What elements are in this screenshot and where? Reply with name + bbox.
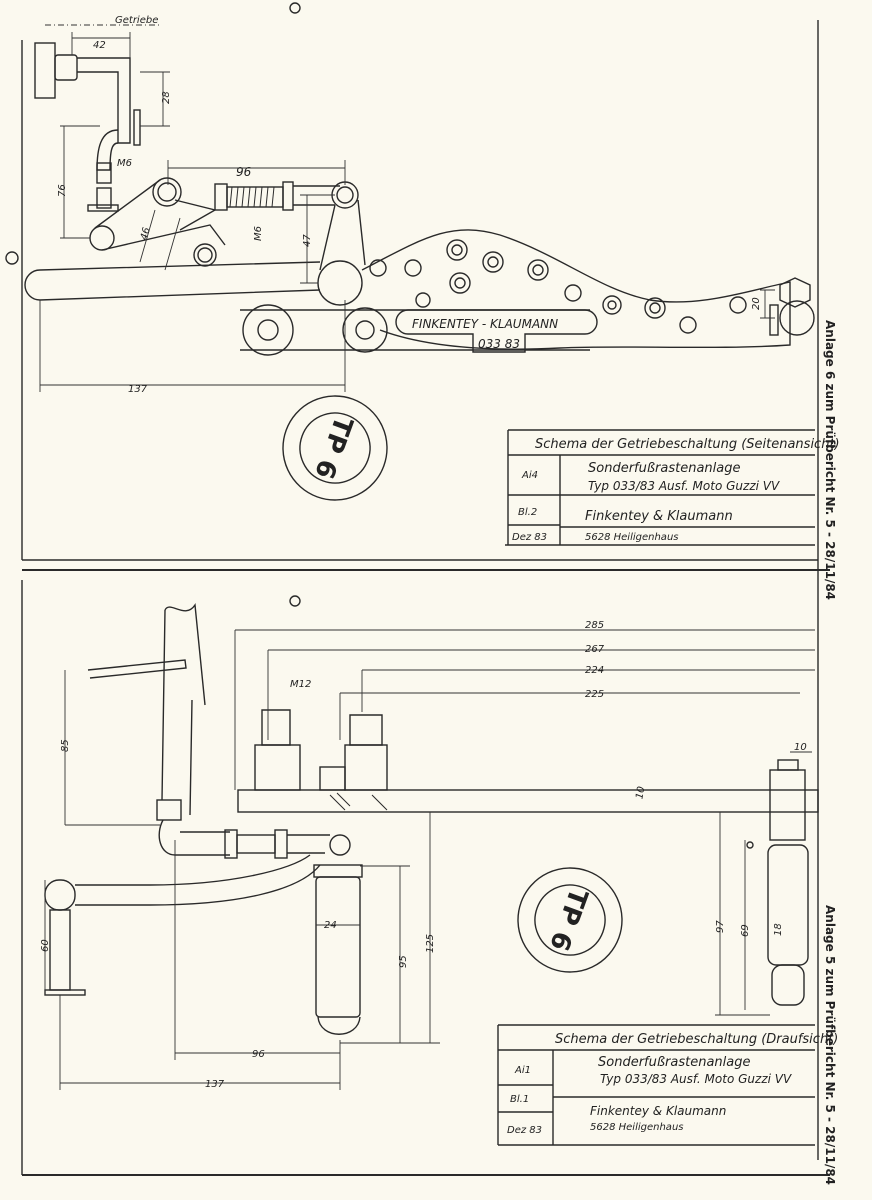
annex-note-side: Anlage 6 zum Prüfbericht Nr. 5 - 28/11/8…: [823, 320, 837, 600]
svg-text:47: 47: [302, 234, 313, 247]
svg-text:Typ 033/83 Ausf. Moto Guzzi V: Typ 033/83 Ausf. Moto Guzzi VV: [600, 1072, 792, 1086]
svg-text:Sonderfußrastenanlage: Sonderfußrastenanlage: [588, 461, 741, 476]
svg-text:M6: M6: [117, 158, 132, 169]
svg-text:267: 267: [585, 644, 605, 655]
svg-text:96: 96: [252, 1049, 265, 1060]
svg-text:18: 18: [773, 923, 784, 936]
svg-text:Schema der Getriebeschaltung (: Schema der Getriebeschaltung (Seitenansi…: [535, 437, 840, 452]
svg-text:20: 20: [751, 297, 762, 310]
title-block-side-view: Schema der Getriebeschaltung (Seitenansi…: [505, 429, 840, 546]
svg-text:97: 97: [715, 920, 726, 933]
svg-text:M6: M6: [253, 226, 264, 241]
annex-note-top: Anlage 5 zum Prüfbericht Nr. 5 - 28/11/8…: [823, 905, 837, 1185]
svg-text:224: 224: [585, 665, 604, 676]
maker-plate: FINKENTEY - KLAUMANN 033 83: [395, 309, 598, 353]
svg-text:TP 6: TP 6: [543, 884, 593, 954]
svg-text:96: 96: [236, 165, 252, 179]
title-block-top-view: Schema der Getriebeschaltung (Draufsicht…: [497, 1024, 838, 1146]
svg-text:24: 24: [324, 920, 337, 931]
svg-text:76: 76: [57, 184, 68, 197]
svg-text:28: 28: [161, 91, 172, 104]
svg-text:Finkentey & Klaumann: Finkentey & Klaumann: [585, 509, 733, 524]
approval-stamp: TP 6: [282, 395, 388, 501]
svg-text:M12: M12: [290, 679, 311, 690]
svg-text:85: 85: [60, 739, 71, 752]
svg-text:10: 10: [634, 786, 647, 800]
svg-text:TP 6: TP 6: [308, 412, 358, 482]
sheet-frame: [5, 2, 830, 1176]
svg-text:Dez 83: Dez 83: [507, 1125, 542, 1136]
svg-text:Bl.1: Bl.1: [510, 1094, 529, 1105]
svg-text:42: 42: [93, 40, 106, 51]
side-view-drawing: Getriebe: [24, 15, 840, 600]
top-view-drawing: 285 267 224 225 M12 85 10 10 97 69 18 24…: [40, 602, 838, 1185]
svg-text:Bl.2: Bl.2: [518, 507, 537, 518]
svg-text:Ai4: Ai4: [521, 470, 538, 481]
svg-text:69: 69: [740, 924, 751, 937]
svg-text:225: 225: [585, 689, 604, 700]
svg-text:Sonderfußrastenanlage: Sonderfußrastenanlage: [598, 1055, 751, 1070]
svg-text:FINKENTEY - KLAUMANN: FINKENTEY - KLAUMANN: [412, 317, 558, 331]
svg-text:Dez 83: Dez 83: [512, 532, 547, 543]
gearbox-label: Getriebe: [115, 15, 158, 26]
svg-text:033 83: 033 83: [478, 337, 520, 351]
svg-text:5628 Heiligenhaus: 5628 Heiligenhaus: [585, 532, 679, 543]
svg-text:60: 60: [40, 939, 51, 952]
svg-text:Typ 033/83 Ausf. Moto Guzzi V: Typ 033/83 Ausf. Moto Guzzi VV: [588, 479, 780, 493]
svg-text:Finkentey & Klaumann: Finkentey & Klaumann: [590, 1104, 726, 1118]
svg-text:125: 125: [425, 934, 436, 953]
approval-stamp: TP 6: [517, 867, 623, 973]
svg-text:137: 137: [128, 384, 148, 395]
svg-text:Ai1: Ai1: [514, 1065, 531, 1076]
svg-text:5628 Heiligenhaus: 5628 Heiligenhaus: [590, 1122, 684, 1133]
svg-text:10: 10: [794, 742, 807, 753]
svg-text:Schema der Getriebeschaltung: Schema der Getriebeschaltung (Draufsicht…: [555, 1032, 838, 1047]
adjustment-holes: [369, 239, 747, 334]
svg-text:46: 46: [139, 226, 153, 241]
svg-text:95: 95: [398, 955, 409, 968]
svg-text:285: 285: [585, 620, 604, 631]
svg-text:137: 137: [205, 1079, 225, 1090]
